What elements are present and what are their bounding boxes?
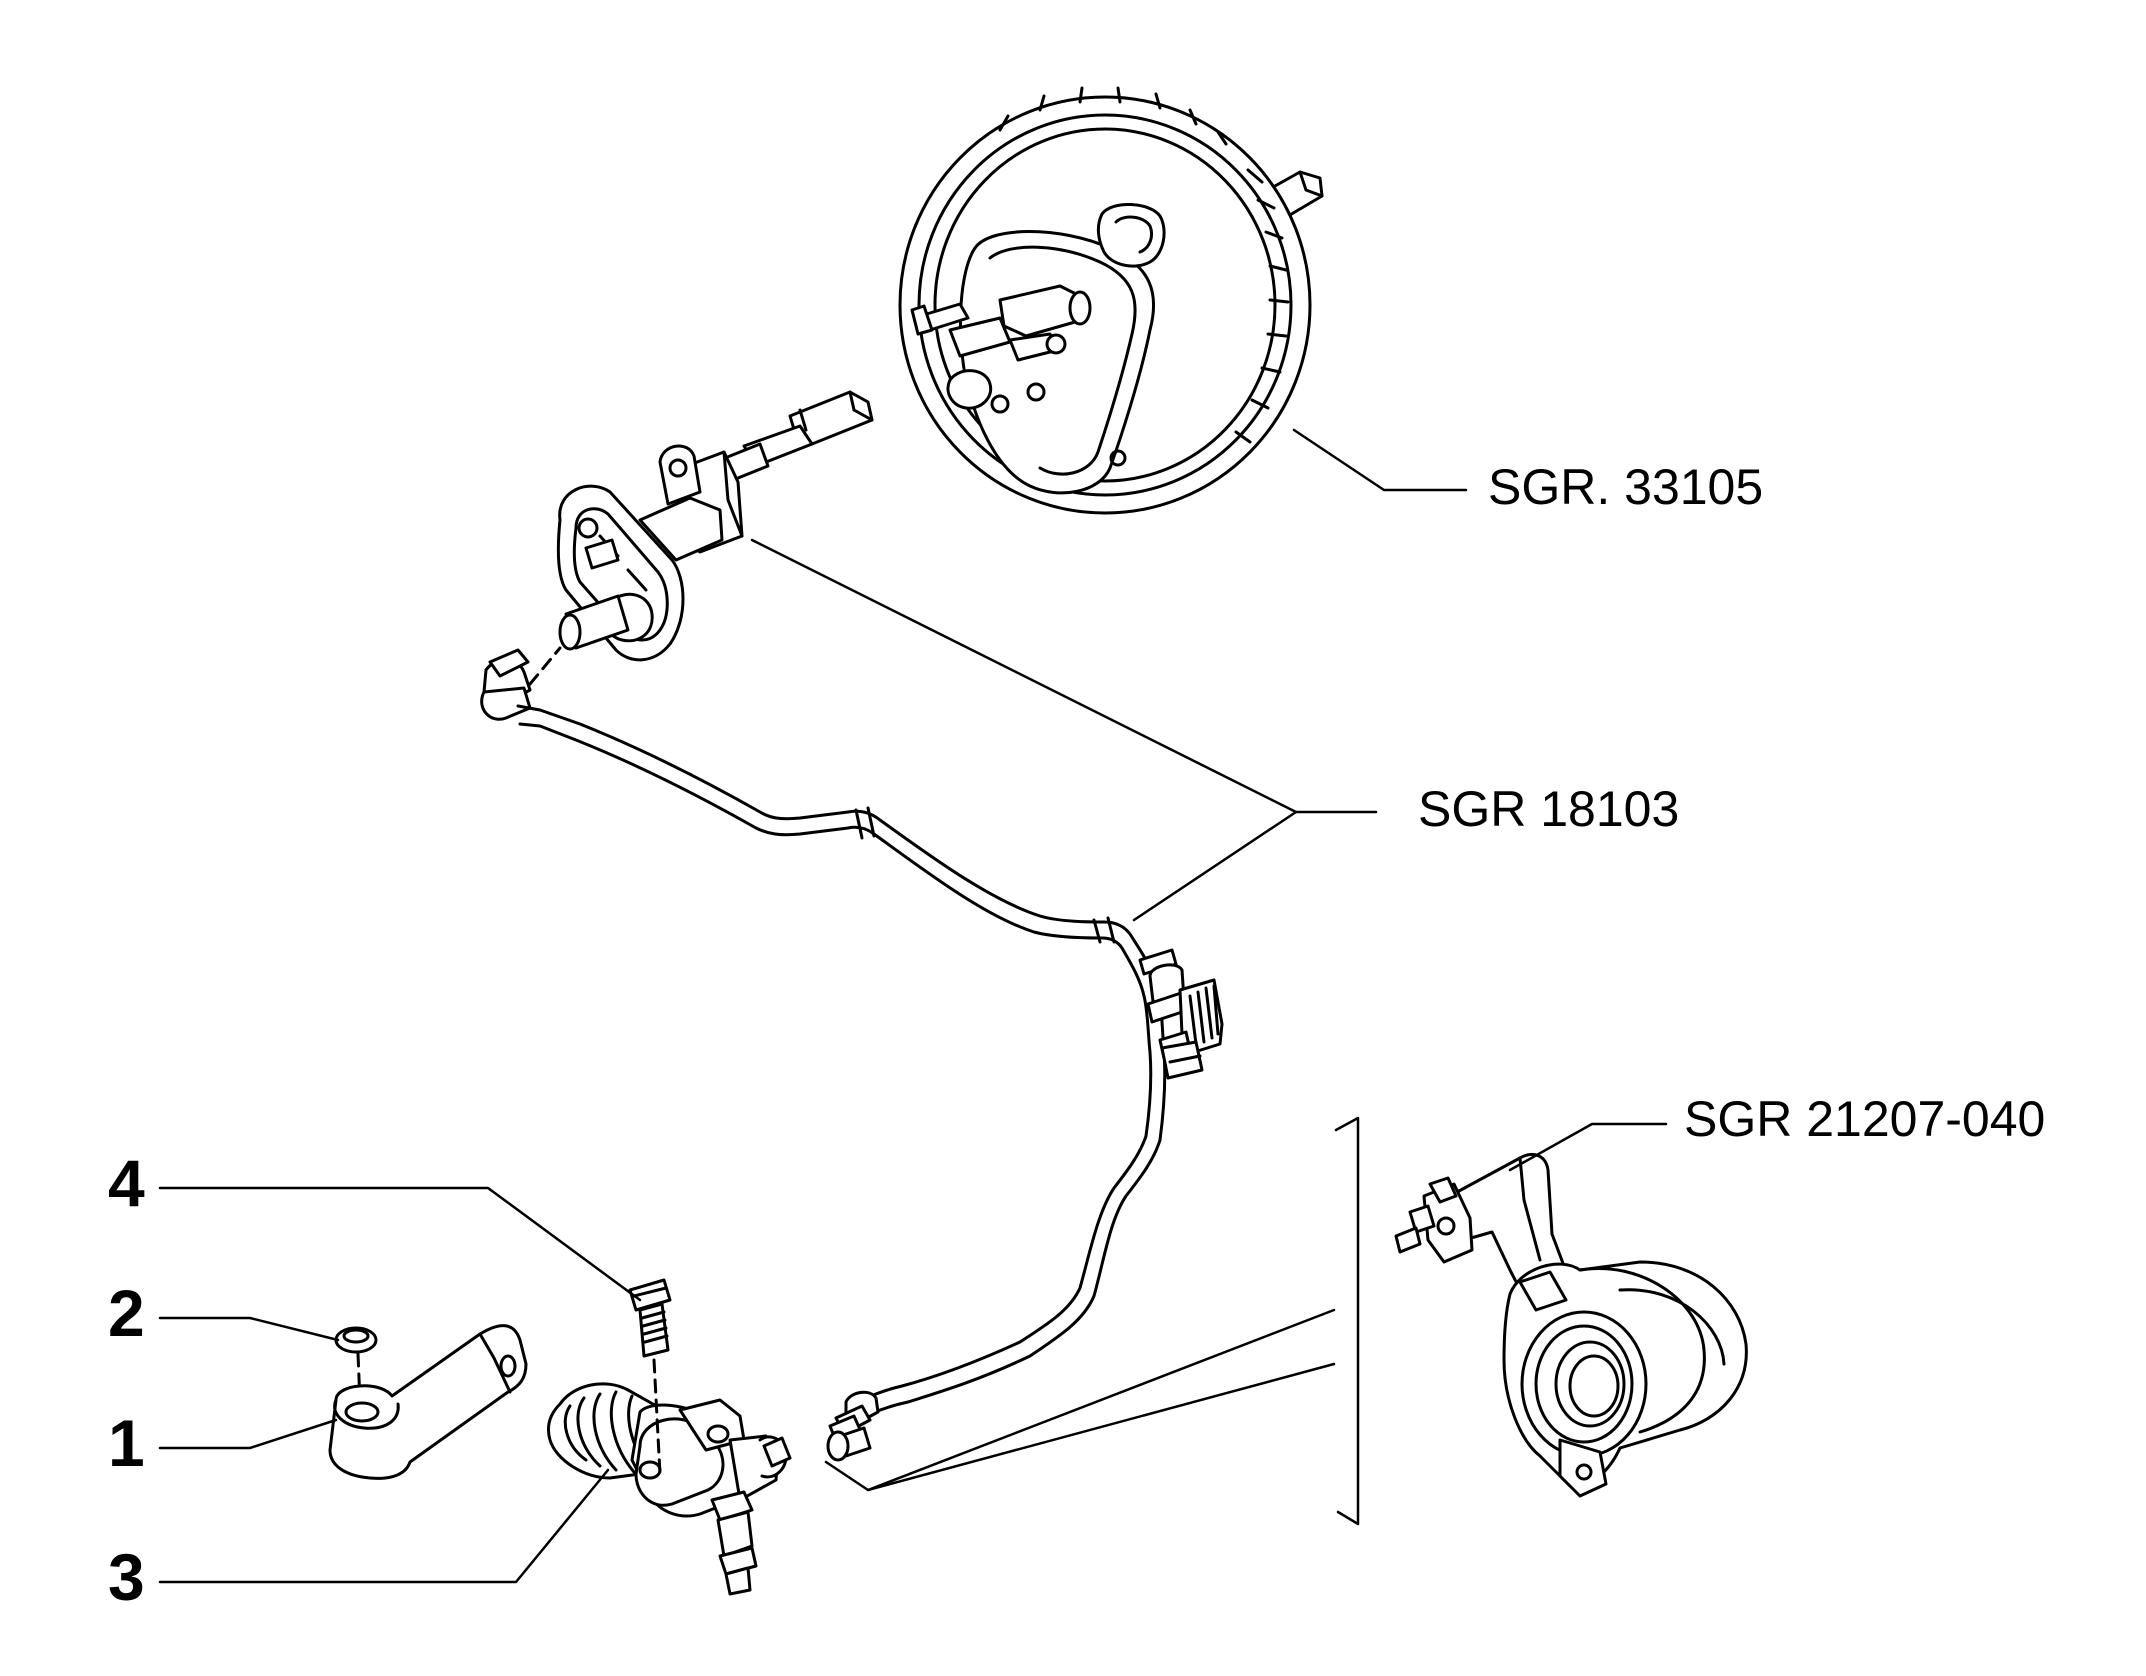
- ref-label-pipe: SGR 18103: [1418, 781, 1680, 837]
- callout-number-bolt: 4: [108, 1146, 145, 1220]
- washer: [334, 1326, 378, 1354]
- lever: [328, 1324, 528, 1480]
- callout-number-slave-cylinder: 3: [108, 1540, 145, 1614]
- leader-bolt: [158, 1186, 642, 1302]
- alignment-line-master: [528, 646, 562, 686]
- leader-lines: [158, 428, 1668, 1584]
- leader-booster: [1292, 428, 1468, 492]
- callout-number-lever: 1: [108, 1406, 145, 1480]
- ref-label-bearing: SGR 21207-040: [1684, 1091, 2046, 1147]
- hydraulic-pipe: [480, 648, 1224, 1462]
- leader-bearing: [1508, 1122, 1668, 1172]
- callout-number-washer: 2: [108, 1276, 145, 1350]
- bearing-bracket: [1334, 1116, 1360, 1526]
- leader-washer: [158, 1316, 340, 1342]
- master-cylinder: [556, 390, 874, 662]
- leader-lever: [158, 1418, 338, 1450]
- bolt: [628, 1278, 672, 1358]
- leader-pipe-lower: [1132, 810, 1298, 922]
- brake-booster: [898, 86, 1324, 515]
- leader-slave-cylinder: [158, 1468, 610, 1584]
- slave-cylinder: [546, 1382, 792, 1596]
- release-bearing: [1394, 1153, 1748, 1498]
- alignment-line-bolt: [652, 1358, 662, 1476]
- ref-label-booster: SGR. 33105: [1488, 459, 1764, 515]
- bracket-fan-upper: [824, 1308, 1336, 1492]
- bracket-fan-lower: [866, 1362, 1336, 1492]
- leader-pipe-upper: [750, 538, 1378, 814]
